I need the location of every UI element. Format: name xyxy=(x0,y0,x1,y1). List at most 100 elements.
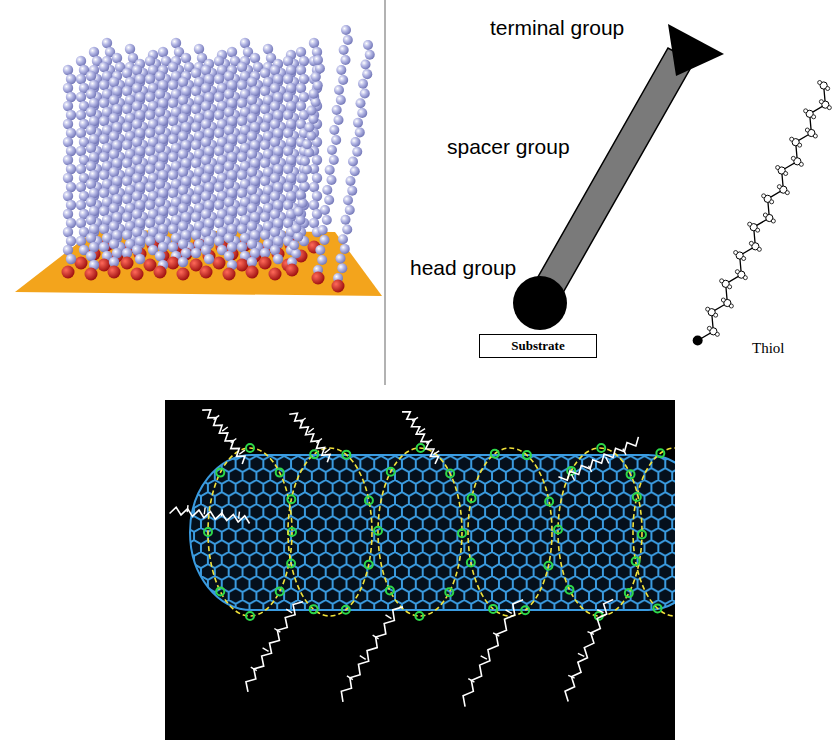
chain-atom xyxy=(237,170,247,180)
chain-atom xyxy=(204,74,214,84)
chain-atom xyxy=(145,92,155,102)
polymer-loop xyxy=(558,448,642,616)
chain-atom xyxy=(224,179,234,189)
chain-atom xyxy=(132,209,142,219)
chain-atom xyxy=(304,148,314,158)
chain-atom xyxy=(227,134,237,144)
chain-atom xyxy=(178,113,188,123)
chain-atom xyxy=(237,116,247,126)
hydrogen-atom xyxy=(827,106,831,110)
chain-atom xyxy=(145,182,155,192)
chain-atom xyxy=(204,128,214,138)
polymer-unit xyxy=(468,494,476,502)
chain-atom xyxy=(308,114,318,124)
chain-atom xyxy=(122,122,132,132)
chain-atom xyxy=(331,135,341,145)
chain-atom xyxy=(358,79,368,89)
chain-atom xyxy=(89,116,99,126)
chain-atom xyxy=(168,206,178,216)
polymer-unit xyxy=(310,450,318,458)
chain-atom xyxy=(227,47,237,57)
chain-atom xyxy=(158,152,168,162)
hydrogen-atom xyxy=(742,257,746,261)
polymer-loop xyxy=(288,448,372,616)
chain-atom xyxy=(109,77,119,87)
chain-atom xyxy=(237,62,247,72)
chain-atom xyxy=(201,173,211,183)
chain-atom xyxy=(76,128,86,138)
hydrogen-atom xyxy=(804,109,808,113)
molecule-label: Thiol xyxy=(752,340,785,357)
chain-atom xyxy=(327,175,337,185)
polymer-wrap xyxy=(204,444,675,620)
chain-atom xyxy=(76,146,86,156)
alkyl-branch xyxy=(222,427,228,431)
chain-atom xyxy=(237,206,247,216)
chain-atom xyxy=(66,182,76,192)
chain-atom xyxy=(214,182,224,192)
polymer-unit xyxy=(216,587,224,595)
chain-atom xyxy=(109,113,119,123)
chain-atom xyxy=(356,98,366,108)
chain-atom xyxy=(204,164,214,174)
head-atom xyxy=(177,268,190,281)
polymer-unit xyxy=(415,612,423,620)
head-atom xyxy=(269,268,282,281)
chain-atom xyxy=(224,161,234,171)
chain-atom xyxy=(260,140,270,150)
chain-atom xyxy=(273,182,283,192)
chain-atom xyxy=(201,101,211,111)
alkyl-branch xyxy=(426,440,432,444)
chain-atom xyxy=(250,230,260,240)
chain-atom xyxy=(329,125,339,135)
polymer-unit xyxy=(417,444,425,452)
chain-atom xyxy=(247,203,257,213)
chain-atom xyxy=(191,158,201,168)
hydrogen-atom xyxy=(743,276,747,280)
hydrogen-atom xyxy=(734,251,738,255)
polymer-unit xyxy=(521,606,529,614)
chain-atom xyxy=(329,155,339,165)
chain-atom xyxy=(86,215,96,225)
chain-atom xyxy=(112,140,122,150)
chain-atom xyxy=(112,230,122,240)
chain-atom xyxy=(260,194,270,204)
chain-atom xyxy=(237,98,247,108)
chain-atom xyxy=(66,128,76,138)
chain-atom xyxy=(155,143,165,153)
chain-atom xyxy=(145,218,155,228)
alkyl-branch xyxy=(325,449,330,453)
chain-atom xyxy=(260,104,270,114)
chain-atom xyxy=(86,71,96,81)
chain-atom xyxy=(155,179,165,189)
chain-atom xyxy=(360,89,370,99)
chain-atom xyxy=(341,55,351,65)
polymer-unit xyxy=(489,605,497,613)
chain-atom xyxy=(178,149,188,159)
chain-atom xyxy=(145,236,155,246)
chain-atom xyxy=(201,65,211,75)
chain-atom xyxy=(362,69,372,79)
chain-atom xyxy=(315,245,325,255)
polymer-unit xyxy=(287,495,295,503)
hydrogen-atom xyxy=(748,222,752,226)
chain-atom xyxy=(99,188,109,198)
alkyl-branch xyxy=(274,628,280,632)
chain-atom xyxy=(178,95,188,105)
head-circle xyxy=(513,276,567,330)
chain-atom xyxy=(191,140,201,150)
hydrogen-atom xyxy=(818,81,822,85)
chain-atom xyxy=(135,146,145,156)
chain-atom xyxy=(237,188,247,198)
chain-atom xyxy=(270,101,280,111)
polymer-unit xyxy=(445,588,453,596)
alkyl-tail xyxy=(463,600,523,707)
chain-atom xyxy=(112,212,122,222)
alkyl-tail xyxy=(170,507,250,523)
chain-atom xyxy=(227,116,237,126)
chain-atom xyxy=(178,221,188,231)
chain-atom xyxy=(181,104,191,114)
alkyl-branch xyxy=(204,507,206,514)
chain-atom xyxy=(214,200,224,210)
hydrogen-atom xyxy=(762,194,766,198)
